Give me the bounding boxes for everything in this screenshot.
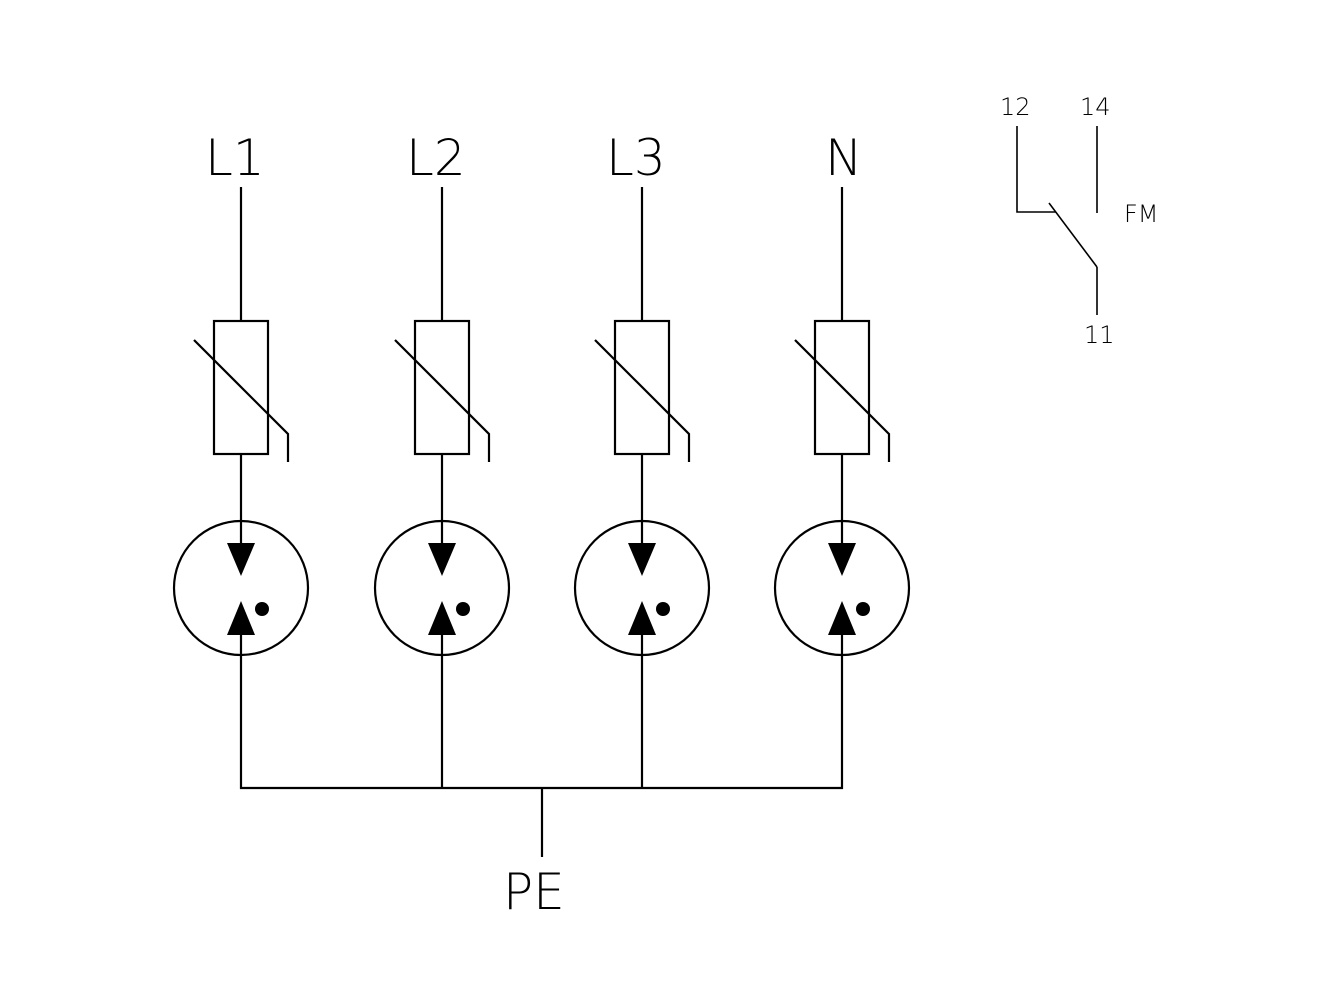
- electrode-arrow-up: [628, 601, 656, 635]
- terminal-label-12: 12: [1000, 93, 1031, 121]
- contact-blade: [1048, 202, 1098, 268]
- terminal-label-11: 11: [1084, 321, 1115, 349]
- line-label-l2: L2: [406, 129, 466, 187]
- branch-l2: L2: [373, 129, 511, 789]
- electrode-arrow-up: [227, 601, 255, 635]
- branch-n: N: [773, 129, 911, 789]
- gas-fill-dot: [856, 602, 870, 616]
- electrode-arrow-down: [628, 543, 656, 576]
- electrode-arrow-up: [428, 601, 456, 635]
- line-label-l3: L3: [606, 129, 666, 187]
- gas-fill-dot: [456, 602, 470, 616]
- line-label-l1: L1: [205, 129, 265, 187]
- varistor-slash: [594, 339, 691, 462]
- varistor-slash: [794, 339, 891, 462]
- terminal-label-14: 14: [1080, 93, 1111, 121]
- gas-fill-dot: [656, 602, 670, 616]
- electrode-arrow-up: [828, 601, 856, 635]
- branch-l3: L3: [573, 129, 711, 789]
- pe-label: PE: [503, 863, 565, 921]
- signal-contact: 12 14 11 FM: [1000, 93, 1159, 349]
- electrode-arrow-down: [227, 543, 255, 576]
- line-label-n: N: [825, 129, 862, 187]
- electrode-arrow-down: [828, 543, 856, 576]
- contact-name-label: FM: [1124, 200, 1159, 228]
- varistor-slash: [193, 339, 290, 462]
- varistor-slash: [394, 339, 491, 462]
- contact-wire-12: [1016, 126, 1056, 213]
- gas-fill-dot: [255, 602, 269, 616]
- branch-l1: L1: [172, 129, 310, 789]
- electrode-arrow-down: [428, 543, 456, 576]
